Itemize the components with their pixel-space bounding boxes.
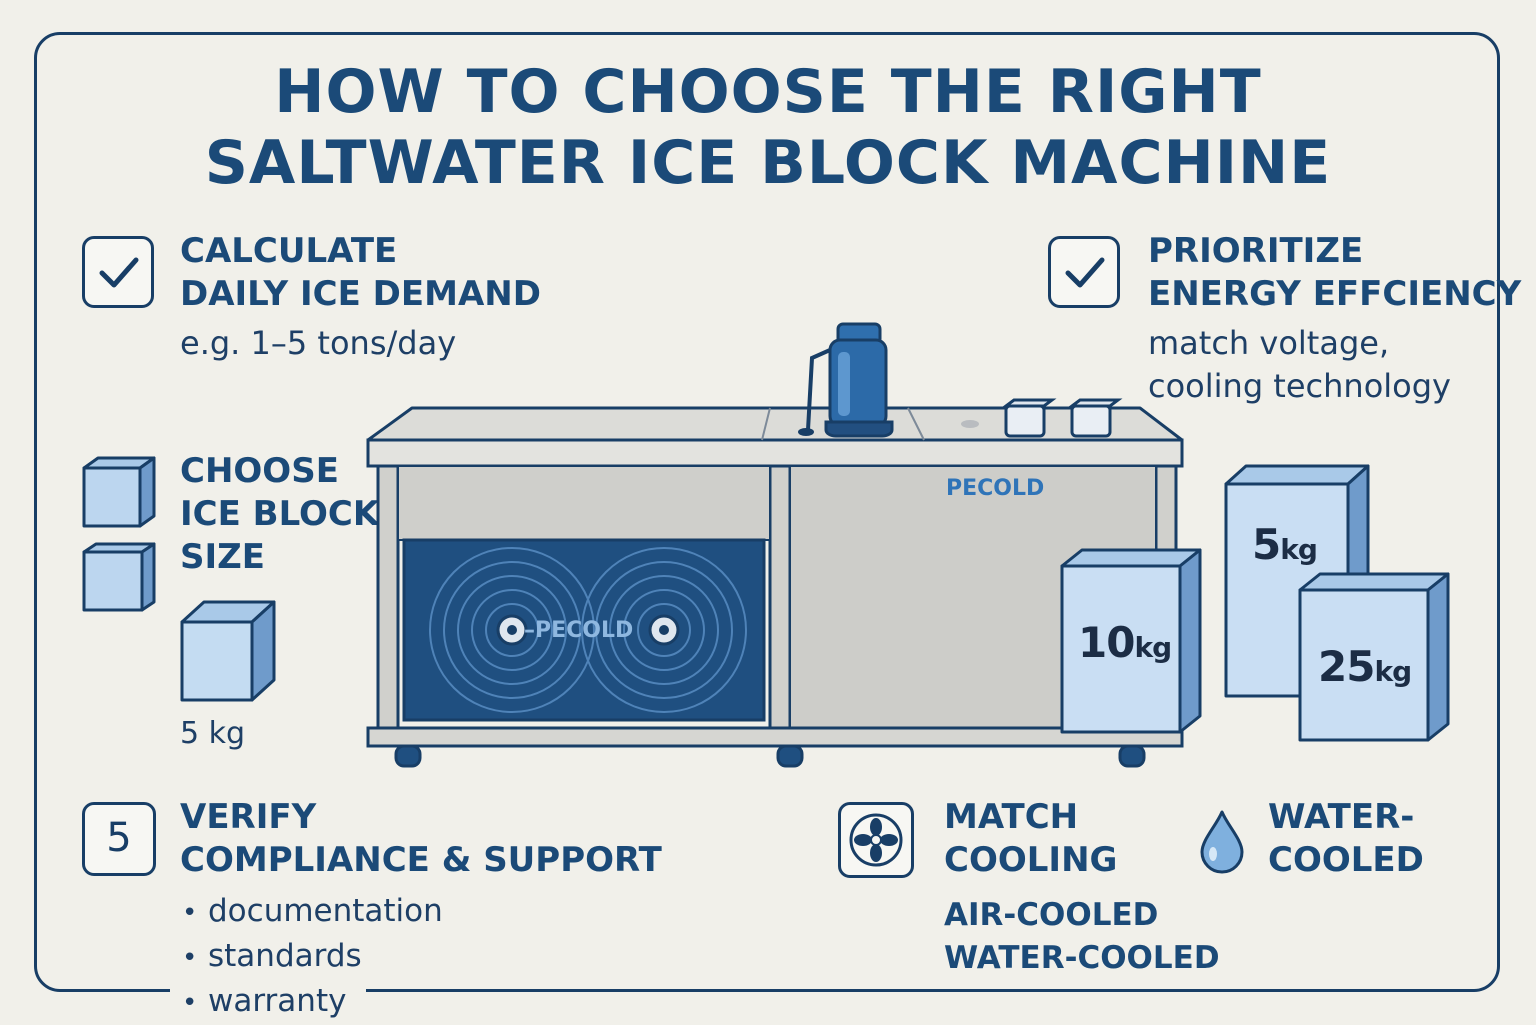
demand-heading-2: DAILY ICE DEMAND <box>180 274 541 314</box>
step-number-box: 5 <box>82 802 156 876</box>
machine-brand-logo: PECOLD <box>946 476 1045 501</box>
water-cooled-heading-1: WATER- <box>1268 797 1415 837</box>
ice-block-10kg <box>1060 548 1202 734</box>
cooling-heading-1: MATCH <box>944 797 1079 837</box>
fan-brand-label: –PECOLD <box>524 618 634 643</box>
title-line-1: HOW TO CHOOSE THE RIGHT <box>274 57 1262 127</box>
ice-cube-icons <box>82 456 156 612</box>
demand-checkbox <box>82 236 154 308</box>
check-icon <box>99 257 139 288</box>
cooling-heading-2: COOLING <box>944 840 1118 880</box>
ice-block-example-icon <box>180 600 276 702</box>
demand-detail: e.g. 1–5 tons/day <box>180 324 457 362</box>
water-drop-icon <box>1200 810 1244 874</box>
compliance-heading-2: COMPLIANCE & SUPPORT <box>180 840 662 880</box>
ice-cube-icon <box>82 456 156 528</box>
compliance-item: standards <box>182 935 443 980</box>
water-cooled-heading-2: COOLED <box>1268 840 1424 880</box>
check-icon <box>1065 257 1105 288</box>
size-heading-1: CHOOSE <box>180 451 339 491</box>
energy-heading-2: ENERGY EFFCIENCY <box>1148 274 1522 314</box>
title-line-2: SALTWATER ICE BLOCK MACHINE <box>204 128 1332 198</box>
fan-icon-box <box>838 802 914 878</box>
machine-top <box>366 406 1184 442</box>
wheel-icons <box>394 744 1146 768</box>
ice-label-10kg: 10kg <box>1078 618 1172 667</box>
compliance-heading-1: VERIFY <box>180 797 317 837</box>
ice-block-25kg <box>1298 572 1450 742</box>
compliance-list: documentation standards warranty <box>182 890 443 1025</box>
fan-icon <box>849 813 903 867</box>
energy-heading-1: PRIORITIZE <box>1148 231 1364 271</box>
compliance-item: warranty <box>182 980 443 1025</box>
cooling-option-water: WATER-COOLED <box>944 940 1220 976</box>
ice-label-25kg: 25kg <box>1318 642 1412 691</box>
demand-heading-1: CALCULATE <box>180 231 398 271</box>
step-number: 5 <box>106 815 132 861</box>
energy-detail-2: cooling technology <box>1148 367 1451 405</box>
ice-label-5kg: 5kg <box>1252 520 1318 569</box>
energy-checkbox <box>1048 236 1120 308</box>
ice-blocks <box>1060 464 1450 742</box>
size-heading-3: SIZE <box>180 537 266 577</box>
fan-icon <box>429 547 595 713</box>
infographic-frame <box>34 32 1500 992</box>
size-example-weight: 5 kg <box>180 716 246 751</box>
control-box-icon <box>1001 398 1123 438</box>
fan-icon <box>581 547 747 713</box>
compliance-item: documentation <box>182 890 443 935</box>
cooling-option-air: AIR-COOLED <box>944 897 1159 933</box>
energy-detail-1: match voltage, <box>1148 324 1390 362</box>
pump-icon <box>798 322 894 438</box>
size-heading-2: ICE BLOCK <box>180 494 380 534</box>
ice-cube-icon <box>82 542 156 612</box>
